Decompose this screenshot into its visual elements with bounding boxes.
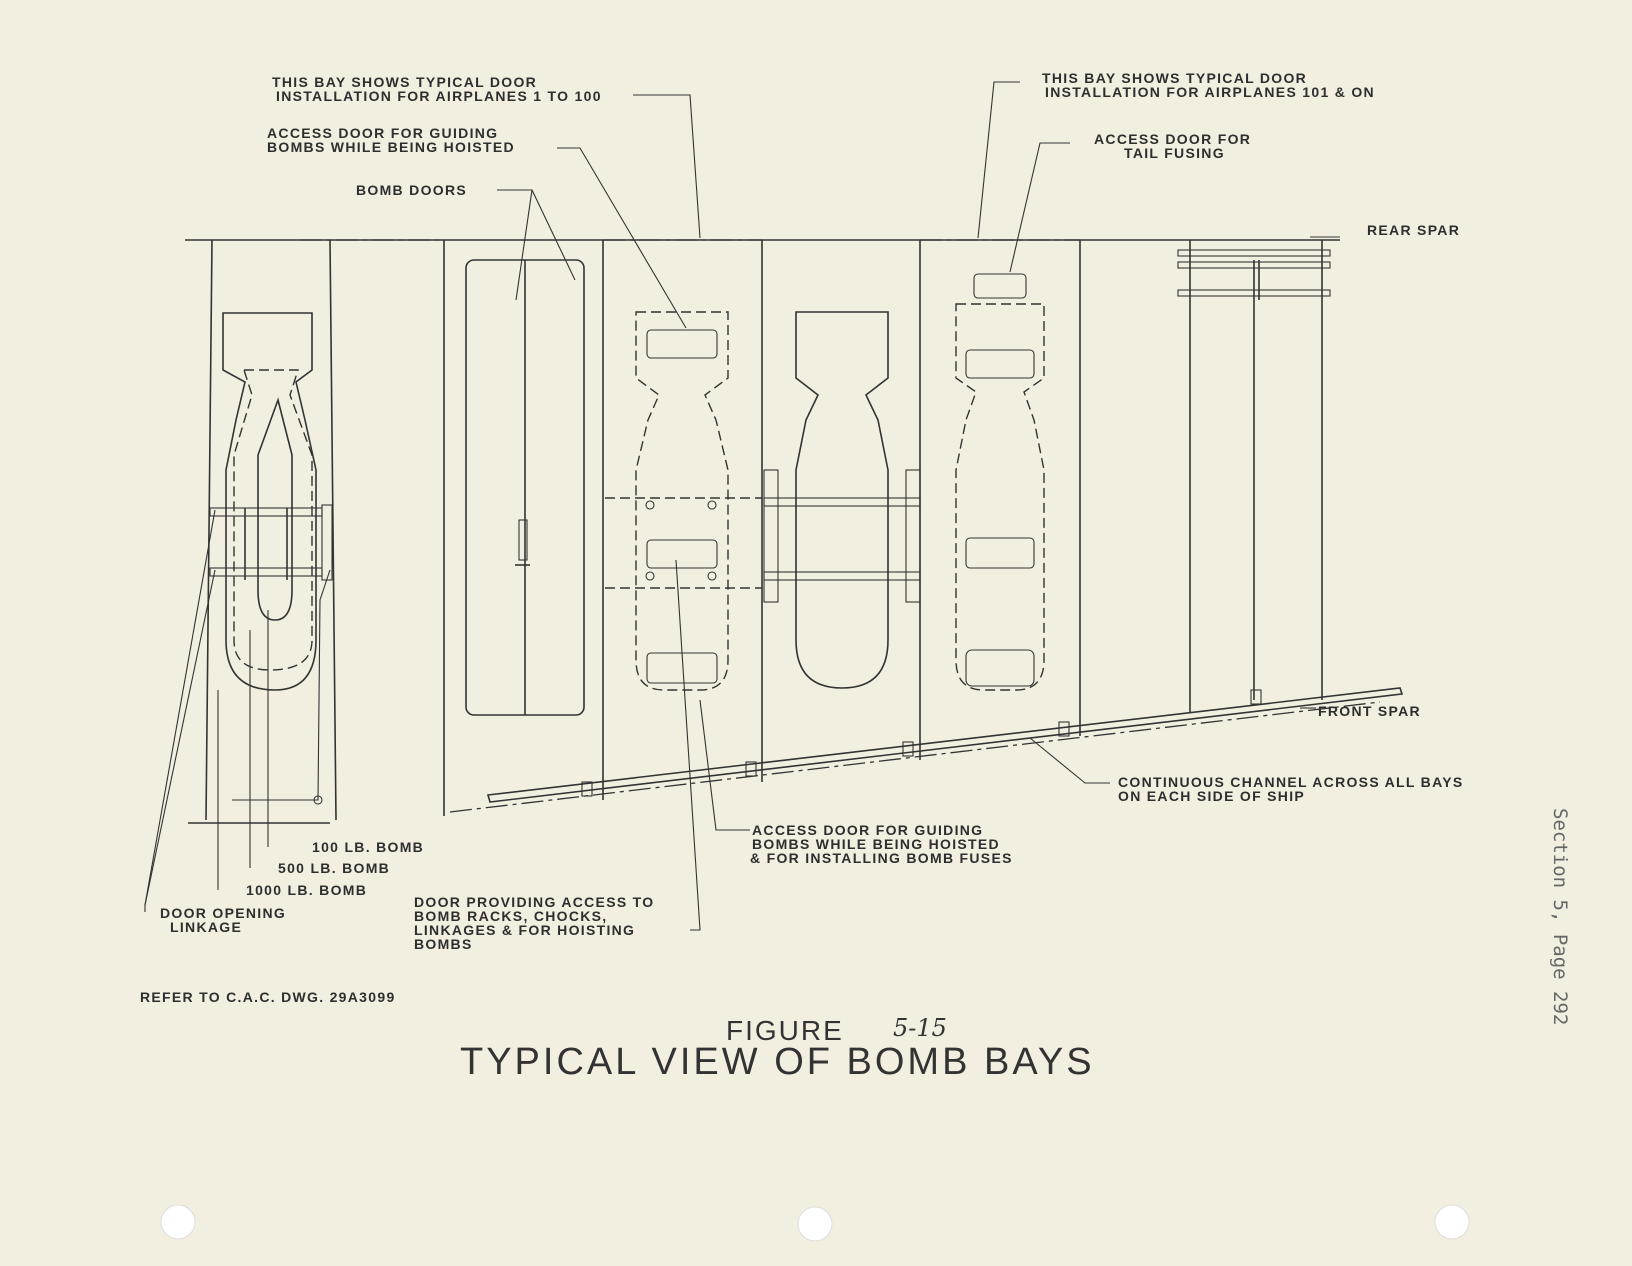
door-racks-label: LINKAGES & FOR HOISTING	[414, 922, 635, 938]
door-racks-label: BOMBS	[414, 936, 473, 952]
door-racks-label: BOMB RACKS, CHOCKS,	[414, 908, 607, 924]
figure-word: FIGURE	[726, 1015, 844, 1046]
continuous-channel	[449, 687, 1404, 813]
binder-hole	[1434, 1204, 1470, 1240]
bay-1-100-label: THIS BAY SHOWS TYPICAL DOOR	[272, 74, 537, 90]
reference-note: REFER TO C.A.C. DWG. 29A3099	[140, 989, 396, 1005]
bay-1-bombs	[209, 312, 333, 805]
door-linkage-label: DOOR OPENING	[160, 905, 286, 921]
access-door-fuses-label: BOMBS WHILE BEING HOISTED	[752, 836, 1000, 852]
leader-lines	[144, 81, 1340, 931]
bay-structure	[185, 239, 1340, 824]
bay-4-bomb	[763, 311, 921, 689]
channel-label: ON EACH SIDE OF SHIP	[1118, 788, 1305, 804]
binder-holes	[160, 1204, 1470, 1242]
bay-2-doors	[465, 259, 585, 716]
door-linkage-label: LINKAGE	[170, 919, 242, 935]
bomb-100-label: 100 LB. BOMB	[312, 839, 424, 855]
bomb-doors-label: BOMB DOORS	[356, 182, 467, 198]
bay-101-label: INSTALLATION FOR AIRPLANES 101 & ON	[1045, 84, 1375, 100]
bomb-1000-label: 1000 LB. BOMB	[246, 882, 367, 898]
access-door-fuses-label: ACCESS DOOR FOR GUIDING	[752, 822, 983, 838]
figure-title: FIGURE 5-15 TYPICAL VIEW OF BOMB BAYS	[460, 1014, 1095, 1083]
bomb-500-label: 500 LB. BOMB	[278, 860, 390, 876]
access-door-fuses-label: & FOR INSTALLING BOMB FUSES	[750, 850, 1013, 866]
callouts: THIS BAY SHOWS TYPICAL DOOR INSTALLATION…	[140, 70, 1464, 1005]
access-door-tail-label: ACCESS DOOR FOR	[1094, 131, 1251, 147]
rear-spar-label: REAR SPAR	[1367, 222, 1460, 238]
access-door-hoist-label: BOMBS WHILE BEING HOISTED	[267, 139, 515, 155]
door-racks-label: DOOR PROVIDING ACCESS TO	[414, 894, 654, 910]
bay-7-spar	[1177, 249, 1331, 700]
bay-3-bomb	[605, 311, 762, 691]
figure-main-title: TYPICAL VIEW OF BOMB BAYS	[460, 1041, 1095, 1083]
access-door-tail-label: TAIL FUSING	[1124, 145, 1225, 161]
bay-101-label: THIS BAY SHOWS TYPICAL DOOR	[1042, 70, 1307, 86]
channel-label: CONTINUOUS CHANNEL ACROSS ALL BAYS	[1118, 774, 1464, 790]
figure-number: 5-15	[893, 1014, 947, 1042]
binder-hole	[160, 1204, 196, 1240]
bay-1-100-label: INSTALLATION FOR AIRPLANES 1 TO 100	[276, 88, 602, 104]
bay-5-bomb	[955, 273, 1045, 691]
access-door-hoist-label: ACCESS DOOR FOR GUIDING	[267, 125, 498, 141]
binder-hole	[797, 1206, 833, 1242]
section-page-stamp: Section 5, Page 292	[1549, 808, 1571, 1025]
front-spar-label: FRONT SPAR	[1318, 703, 1421, 719]
